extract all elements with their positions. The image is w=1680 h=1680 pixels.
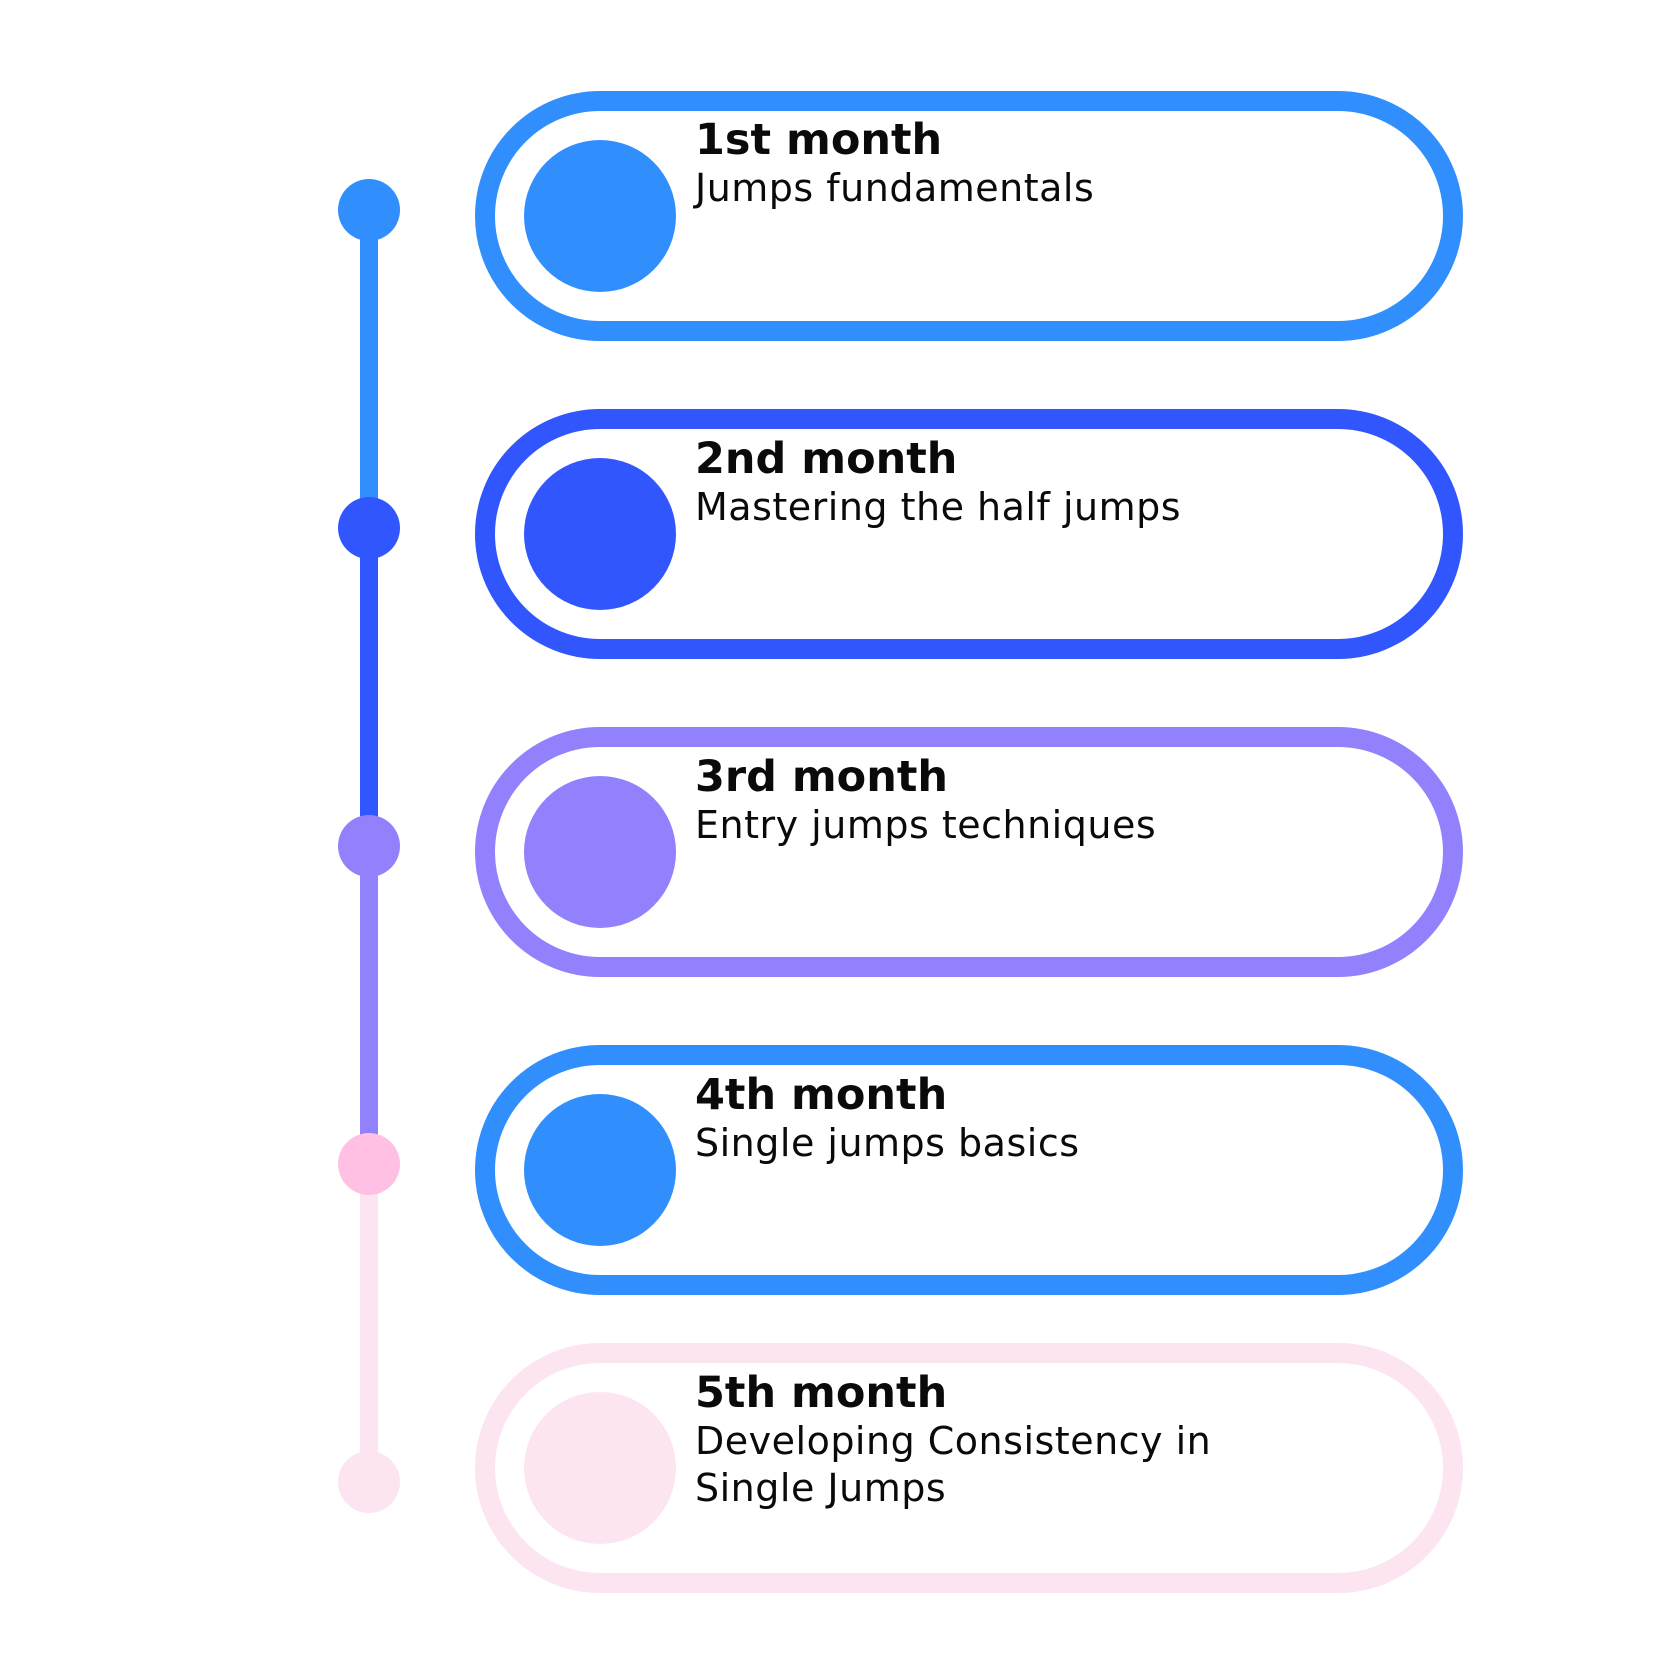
- step-card-1-dot: [524, 140, 676, 292]
- step-month-label: 1st month: [695, 115, 943, 165]
- timeline-segment-2: [360, 528, 378, 846]
- step-description: Single jumps basics: [695, 1121, 1080, 1165]
- step-month-label: 5th month: [695, 1368, 948, 1418]
- step-text-3: 3rd month Entry jumps techniques: [695, 752, 1295, 849]
- timeline-node-2: [338, 497, 400, 559]
- step-card-2-dot: [524, 458, 676, 610]
- timeline-segment-3: [360, 846, 378, 1164]
- step-card-2: [475, 409, 1463, 659]
- step-card-4-dot: [524, 1094, 676, 1246]
- timeline-line: [360, 210, 378, 1482]
- timeline-node-5: [338, 1451, 400, 1513]
- timeline-segment-4: [360, 1164, 378, 1482]
- step-description: Developing Consistency in Single Jumps: [695, 1419, 1212, 1510]
- step-card-4-pill: [475, 1045, 1463, 1295]
- step-text-4: 4th month Single jumps basics: [695, 1070, 1295, 1167]
- step-month-label: 3rd month: [695, 752, 949, 802]
- step-card-5-pill: [475, 1343, 1463, 1593]
- step-month-label: 4th month: [695, 1070, 948, 1120]
- step-card-3-pill: [475, 727, 1463, 977]
- step-card-1-pill: [475, 91, 1463, 341]
- timeline-segment-1: [360, 210, 378, 528]
- step-card-4: [475, 1045, 1463, 1295]
- timeline-nodes: [338, 179, 400, 1513]
- step-description: Entry jumps techniques: [695, 803, 1157, 847]
- step-description: Mastering the half jumps: [695, 485, 1182, 529]
- step-card-5: [475, 1343, 1463, 1593]
- step-text-1: 1st month Jumps fundamentals: [695, 115, 1295, 212]
- step-card-3: [475, 727, 1463, 977]
- step-card-5-dot: [524, 1392, 676, 1544]
- timeline-node-4: [338, 1133, 400, 1195]
- step-text-2: 2nd month Mastering the half jumps: [695, 434, 1295, 531]
- step-description: Jumps fundamentals: [695, 166, 1095, 210]
- step-card-3-dot: [524, 776, 676, 928]
- step-card-1: [475, 91, 1463, 341]
- timeline-node-1: [338, 179, 400, 241]
- step-card-2-pill: [475, 409, 1463, 659]
- timeline-node-3: [338, 815, 400, 877]
- step-text-5: 5th month Developing Consistency in Sing…: [695, 1368, 1255, 1512]
- step-month-label: 2nd month: [695, 434, 958, 484]
